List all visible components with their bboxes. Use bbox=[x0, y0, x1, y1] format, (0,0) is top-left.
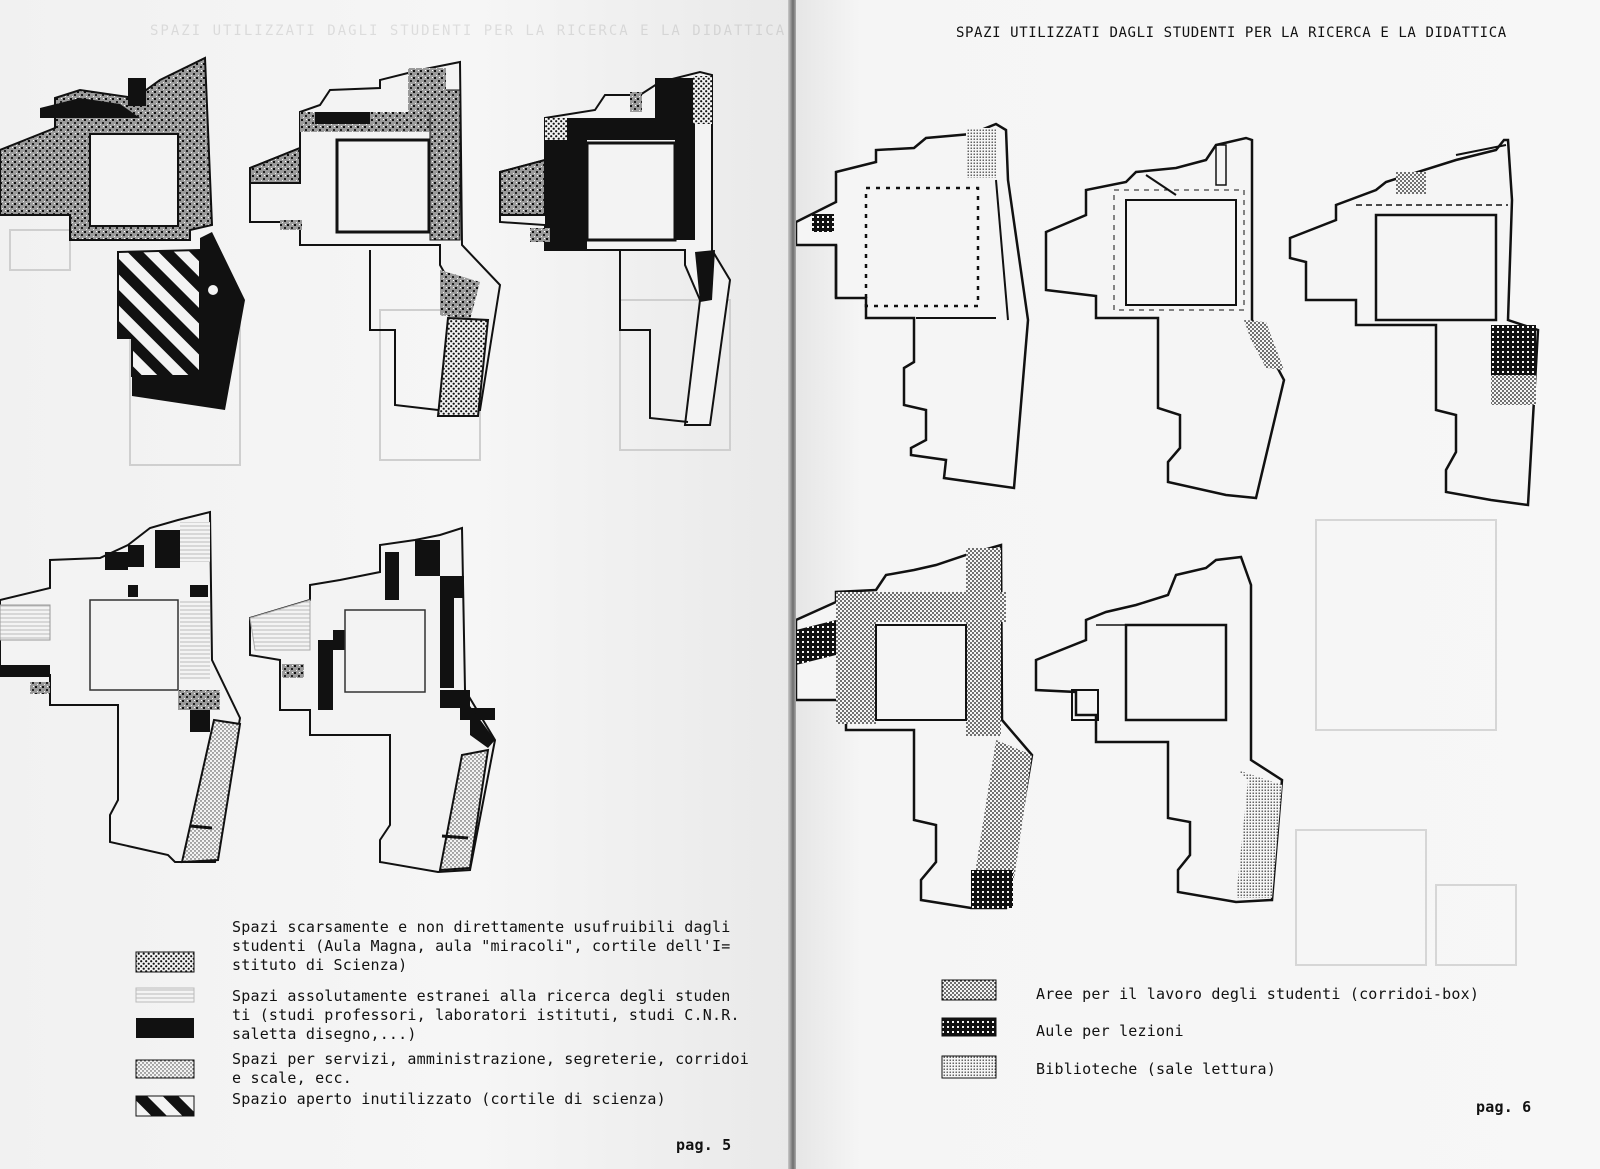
right-legend-item-3: Biblioteche (sale lettura) bbox=[1036, 1060, 1276, 1078]
plan-3 bbox=[499, 70, 732, 426]
left-legend-item-3: Spazi per servizi, amministrazione, segr… bbox=[232, 1050, 749, 1087]
page-title: SPAZI UTILIZZATI DAGLI STUDENTI PER LA R… bbox=[956, 25, 1507, 41]
plan-a bbox=[796, 122, 1030, 490]
left-floor-plans bbox=[0, 56, 732, 874]
plan-1 bbox=[0, 56, 245, 410]
right-showthrough bbox=[1295, 519, 1517, 966]
right-page-number: pag. 6 bbox=[1476, 1098, 1532, 1116]
plan-4 bbox=[0, 510, 242, 864]
plan-b bbox=[1044, 136, 1286, 500]
left-legend-item-1: Spazi scarsamente e non direttamente usu… bbox=[232, 918, 731, 974]
left-legend-item-4: Spazio aperto inutilizzato (cortile di s… bbox=[232, 1090, 666, 1108]
right-legend-item-2: Aule per lezioni bbox=[1036, 1022, 1184, 1040]
plan-e bbox=[1034, 555, 1284, 904]
left-legend-item-2: Spazi assolutamente estranei alla ricerc… bbox=[232, 987, 740, 1043]
plan-d bbox=[796, 543, 1034, 910]
right-legend-item-1: Aree per il lavoro degli studenti (corri… bbox=[1036, 985, 1480, 1003]
right-floor-plans bbox=[796, 122, 1540, 966]
plan-5 bbox=[249, 526, 497, 874]
right-page: SPAZI UTILIZZATI DAGLI STUDENTI PER LA R… bbox=[796, 0, 1600, 1169]
left-page: SPAZI UTILIZZATI DAGLI STUDENTI PER LA R… bbox=[0, 0, 790, 1169]
left-ghost-header: SPAZI UTILIZZATI DAGLI STUDENTI PER LA R… bbox=[150, 23, 787, 39]
plan-2 bbox=[249, 60, 502, 417]
left-page-number: pag. 5 bbox=[676, 1136, 732, 1154]
book-gutter bbox=[788, 0, 798, 1169]
plan-c bbox=[1288, 138, 1540, 507]
